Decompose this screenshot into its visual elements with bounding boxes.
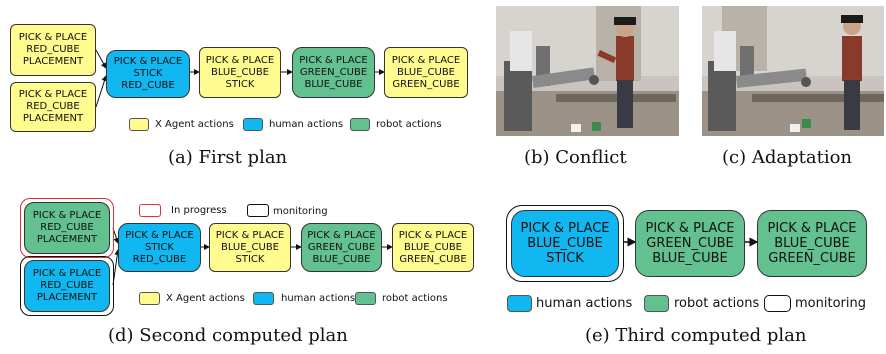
- caption-e: (e) Third computed plan: [585, 325, 807, 346]
- plan-a-node-blue-cube-green-cube: PICK & PLACE BLUE_CUBE GREEN_CUBE: [384, 47, 468, 98]
- conflict-photo-drawing: [496, 6, 679, 136]
- legend-e-human-label: human actions: [536, 296, 633, 311]
- legend-d-x-agent-swatch: [139, 292, 160, 305]
- legend-a-x-agent-swatch: [129, 118, 149, 131]
- plan-a-node-red-cube-placement-2: PICK & PLACE RED_CUBE PLACEMENT: [10, 82, 96, 132]
- legend-d-human-swatch: [253, 292, 274, 305]
- legend-d-human-label: human actions: [281, 293, 356, 304]
- legend-e-monitoring-label: monitoring: [795, 296, 866, 311]
- plan-d-monitoring-frame: [20, 256, 114, 316]
- plan-a-node-stick-red-cube: PICK & PLACE STICK RED_CUBE: [106, 50, 190, 98]
- edge-a-n1-n3: [95, 49, 107, 69]
- legend-e-monitoring-swatch: [764, 295, 791, 312]
- legend-d-robot-label: robot actions: [382, 293, 448, 304]
- legend-d-in-progress-swatch: [139, 204, 161, 217]
- legend-a-robot-swatch: [350, 118, 370, 131]
- plan-d-node-blue-cube-green-cube: PICK & PLACE BLUE_CUBE GREEN_CUBE: [392, 223, 474, 272]
- legend-d-in-progress-label: In progress: [171, 205, 227, 216]
- legend-a-human-swatch: [243, 118, 263, 131]
- caption-b: (b) Conflict: [524, 147, 627, 168]
- edge-a-n2-n3: [95, 75, 108, 108]
- legend-d-robot-swatch: [355, 292, 376, 305]
- legend-e-robot-swatch: [644, 295, 669, 312]
- plan-e-node-blue-cube-green-cube: PICK & PLACE BLUE_CUBE GREEN_CUBE: [757, 210, 867, 277]
- caption-c: (c) Adaptation: [722, 147, 853, 168]
- conflict-photo: [496, 6, 679, 136]
- legend-d-monitoring-swatch: [247, 204, 269, 217]
- plan-d-node-red-cube-placement-human: PICK & PLACE RED_CUBE PLACEMENT: [24, 260, 110, 312]
- legend-a-robot-label: robot actions: [376, 119, 442, 130]
- plan-e-node-blue-cube-stick: PICK & PLACE BLUE_CUBE STICK: [511, 210, 619, 277]
- legend-d-monitoring-label: monitoring: [273, 206, 328, 217]
- plan-a-node-red-cube-placement-1: PICK & PLACE RED_CUBE PLACEMENT: [10, 24, 96, 76]
- legend-e-human-swatch: [507, 295, 532, 312]
- adaptation-photo-drawing: [702, 6, 884, 136]
- legend-e-robot-label: robot actions: [674, 296, 760, 311]
- plan-d-in-progress-frame: [20, 198, 114, 258]
- plan-e-monitoring-frame: [506, 205, 624, 282]
- caption-a: (a) First plan: [168, 147, 288, 168]
- plan-d-node-red-cube-placement-robot: PICK & PLACE RED_CUBE PLACEMENT: [24, 202, 110, 254]
- legend-a-x-agent-label: X Agent actions: [155, 119, 234, 130]
- legend-a-human-label: human actions: [269, 119, 344, 130]
- plan-d-node-blue-cube-stick: PICK & PLACE BLUE_CUBE STICK: [209, 223, 291, 272]
- plan-d-node-stick-red-cube: PICK & PLACE STICK RED_CUBE: [118, 223, 201, 272]
- plan-a-node-green-cube-blue-cube: PICK & PLACE GREEN_CUBE BLUE_CUBE: [292, 47, 375, 98]
- caption-d: (d) Second computed plan: [108, 325, 348, 346]
- legend-d-x-agent-label: X Agent actions: [166, 293, 245, 304]
- plan-e-node-green-cube-blue-cube: PICK & PLACE GREEN_CUBE BLUE_CUBE: [635, 210, 745, 277]
- plan-d-node-green-cube-blue-cube: PICK & PLACE GREEN_CUBE BLUE_CUBE: [301, 223, 382, 272]
- adaptation-photo: [702, 6, 884, 136]
- plan-a-node-blue-cube-stick: PICK & PLACE BLUE_CUBE STICK: [199, 47, 281, 98]
